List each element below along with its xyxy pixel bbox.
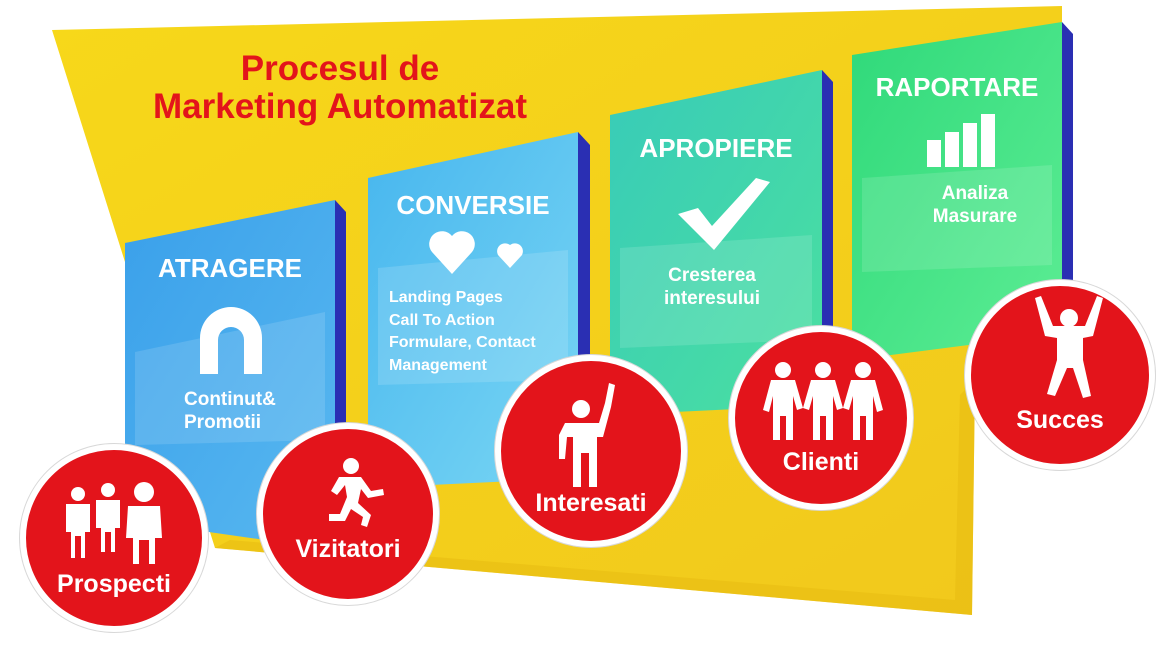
panel-raportare-shape <box>852 22 1062 360</box>
stage-interesati-label: Interesati <box>535 489 647 517</box>
celebrating-person-icon <box>1035 296 1103 398</box>
raised-hand-person-icon <box>559 383 615 487</box>
stage-interesati: Interesati <box>495 355 687 547</box>
running-person-icon <box>329 458 384 527</box>
holding-hands-people-icon <box>763 362 883 440</box>
panel-conversie-line-4: Management <box>389 356 487 374</box>
group-people-icon <box>66 482 162 564</box>
panel-raportare-text: Analiza Masurare <box>905 182 1045 228</box>
magnet-icon <box>200 307 262 374</box>
title-line-2: Marketing Automatizat <box>152 87 527 126</box>
panel-conversie-line-2: Call To Action <box>389 311 495 329</box>
stage-prospecti-label: Prospecti <box>57 570 171 598</box>
panel-atragere-title: ATRAGERE <box>158 253 302 283</box>
panel-raportare-line-1: Analiza <box>941 183 1009 204</box>
panel-conversie-line-3: Formulare, Contact <box>389 334 536 351</box>
stage-clienti-label: Clienti <box>782 448 860 476</box>
stage-succes: Succes <box>965 280 1155 470</box>
panel-atragere-line-2: Promotii <box>184 412 262 433</box>
hearts-icon <box>429 231 523 274</box>
panel-apropiere-text: Cresterea interesului <box>622 264 802 310</box>
stage-vizitatori: Vizitatori <box>257 423 439 605</box>
panel-conversie-text: Landing Pages Call To Action Formulare, … <box>389 287 536 377</box>
panel-raportare-line-2: Masurare <box>932 206 1018 227</box>
panel-atragere-line-1: Continut& <box>184 389 276 410</box>
panel-conversie-title: CONVERSIE <box>396 190 550 220</box>
stage-succes-label: Succes <box>1016 406 1104 434</box>
checkmark-icon <box>678 178 770 250</box>
panel-conversie-line-1: Landing Pages <box>389 289 503 306</box>
stage-clienti: Clienti <box>729 326 913 510</box>
stage-vizitatori-label: Vizitatori <box>295 535 401 563</box>
stage-prospecti: Prospecti <box>20 444 208 632</box>
bar-chart-icon <box>927 114 995 167</box>
panel-apropiere-line-1: Cresterea <box>668 265 756 286</box>
title-line-1: Procesul de <box>240 49 440 88</box>
diagram-title: Procesul de Marketing Automatizat <box>100 50 580 126</box>
panel-apropiere-line-2: interesului <box>663 288 761 309</box>
panel-atragere-text: Continut& Promotii <box>184 388 276 434</box>
panel-apropiere-title: APROPIERE <box>639 133 793 163</box>
panel-raportare-title: RAPORTARE <box>875 72 1039 102</box>
